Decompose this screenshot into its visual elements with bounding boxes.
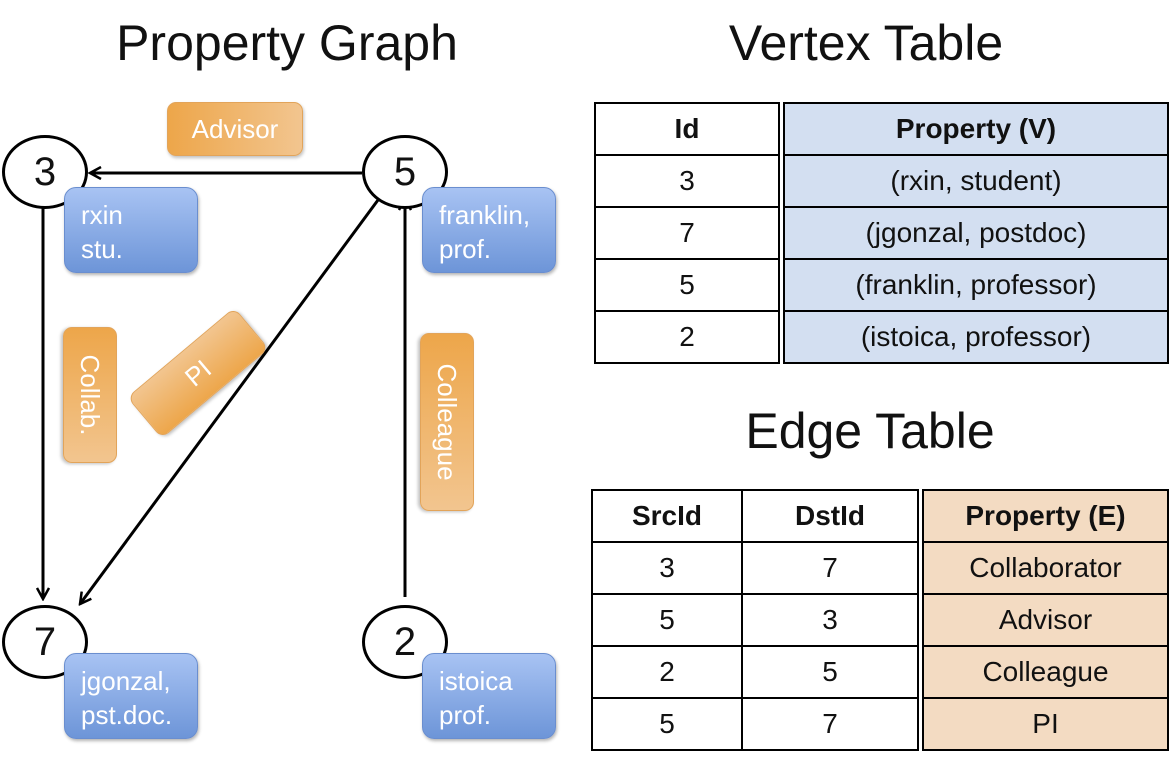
edge-5-7 (80, 199, 380, 604)
cell-property: (jgonzal, postdoc) (783, 206, 1169, 260)
vertex-table-title: Vertex Table (728, 15, 1004, 71)
cell-dstid: 7 (741, 541, 919, 595)
column-gap (917, 594, 924, 646)
cell-property: Colleague (922, 645, 1169, 699)
table-row: 3(rxin, student) (594, 154, 1169, 208)
edge-table-title: Edge Table (745, 403, 995, 459)
header-dstid: DstId (741, 489, 919, 543)
cell-property: Advisor (922, 593, 1169, 647)
column-gap (778, 207, 785, 259)
header-property-v: Property (V) (783, 102, 1169, 156)
table-row: 7(jgonzal, postdoc) (594, 206, 1169, 260)
cell-property: Collaborator (922, 541, 1169, 595)
header-property-e: Property (E) (922, 489, 1169, 543)
vertex-node-5: 5 (362, 135, 448, 209)
cell-id: 5 (594, 258, 780, 312)
graph-edges (0, 0, 570, 760)
edge-label-advisor: Advisor (167, 102, 303, 156)
cell-property: (franklin, professor) (783, 258, 1169, 312)
vertex-node-2: 2 (362, 605, 448, 679)
column-gap (917, 542, 924, 594)
vertex-property-2: istoica prof. (422, 653, 556, 739)
cell-property: (istoica, professor) (783, 310, 1169, 364)
header-id: Id (594, 102, 780, 156)
cell-id: 3 (594, 154, 780, 208)
column-gap (917, 646, 924, 698)
cell-srcid: 5 (591, 697, 743, 751)
cell-id: 7 (594, 206, 780, 260)
table-header-row: SrcId DstId Property (E) (591, 489, 1169, 543)
column-gap (778, 259, 785, 311)
column-gap (778, 311, 785, 363)
cell-property: (rxin, student) (783, 154, 1169, 208)
edge-label-colleague: Colleague (420, 333, 474, 511)
table-row: 2(istoica, professor) (594, 310, 1169, 364)
table-header-row: Id Property (V) (594, 102, 1169, 156)
vertex-property-3: rxin stu. (64, 187, 198, 273)
table-row: 5(franklin, professor) (594, 258, 1169, 312)
edge-label-collab: Collab. (63, 327, 117, 463)
cell-srcid: 5 (591, 593, 743, 647)
cell-dstid: 3 (741, 593, 919, 647)
cell-property: PI (922, 697, 1169, 751)
cell-srcid: 2 (591, 645, 743, 699)
vertex-property-7: jgonzal, pst.doc. (64, 653, 198, 739)
cell-dstid: 7 (741, 697, 919, 751)
column-gap (778, 155, 785, 207)
cell-srcid: 3 (591, 541, 743, 595)
cell-id: 2 (594, 310, 780, 364)
header-srcid: SrcId (591, 489, 743, 543)
vertex-table: Id Property (V) 3(rxin, student) 7(jgonz… (594, 102, 1169, 364)
graph-title: Property Graph (116, 15, 458, 71)
column-gap (917, 490, 924, 542)
column-gap (917, 698, 924, 750)
vertex-property-5: franklin, prof. (422, 187, 556, 273)
cell-dstid: 5 (741, 645, 919, 699)
column-gap (778, 103, 785, 155)
